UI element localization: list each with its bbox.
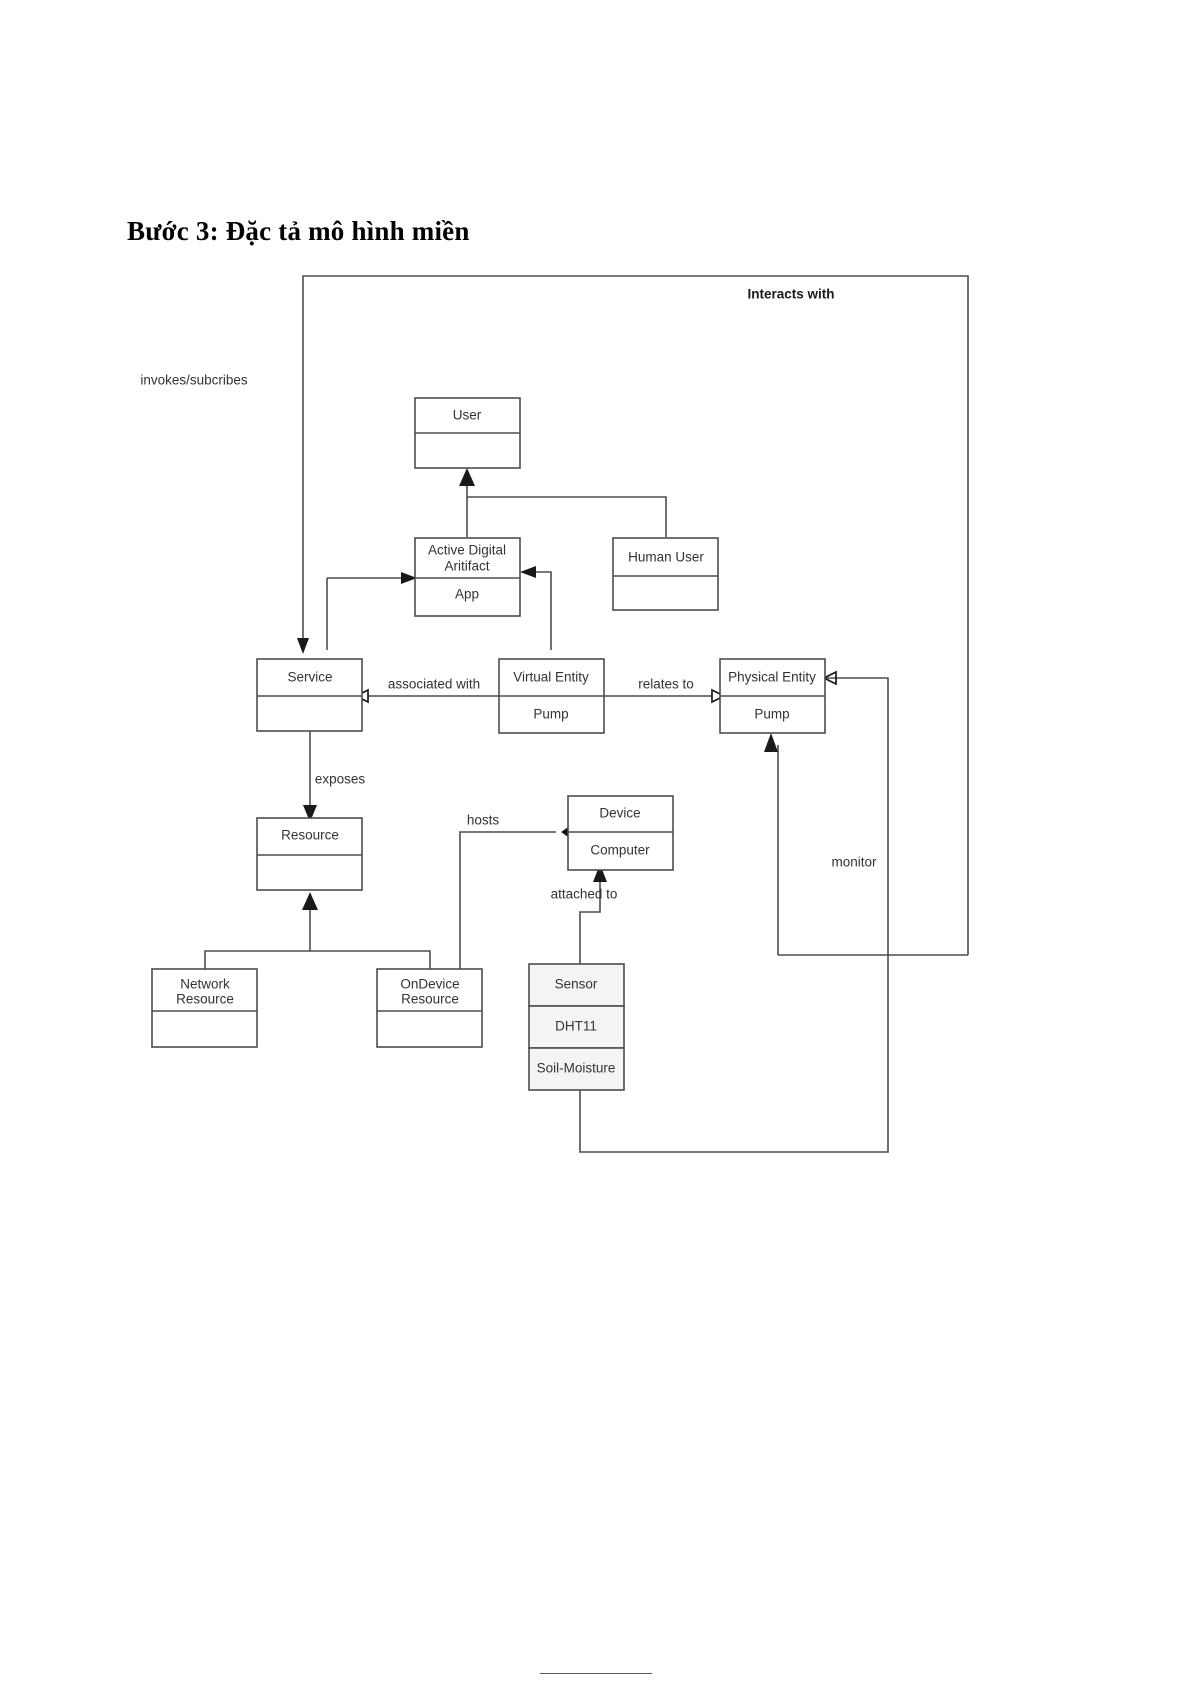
edge-generalization-human-user [467,496,667,537]
class-box-sensor[interactable]: Sensor DHT11 Soil-Moisture [528,963,625,1091]
edge-label-hosts: hosts [467,813,500,828]
class-box-human-user[interactable]: Human User [612,537,719,611]
class-title-human-user: Human User [628,550,704,565]
class-box-ondevice-resource[interactable]: OnDevice Resource [376,968,483,1048]
edge-relates-to [604,688,726,704]
class-box-virtual-entity[interactable]: Virtual Entity Pump [498,658,605,734]
page-title: Bước 3: Đặc tả mô hình miền [127,216,470,246]
edge-interacts-with [297,275,969,956]
edge-label-attached-to: attached to [551,887,618,902]
class-box-service[interactable]: Service [256,658,363,732]
edge-attached-to [579,864,607,965]
edge-label-associated-with: associated with [388,677,480,692]
class-box-user[interactable]: User [414,397,521,469]
class-title-service: Service [287,670,332,685]
class-subtitle-active-digital-artifact: App [455,587,479,602]
edge-generalization-resource [204,892,431,970]
class-title-user: User [453,408,482,423]
edge-monitor [579,670,889,1153]
class-title-device: Device [599,806,640,821]
class-subtitle-virtual-entity: Pump [533,707,568,722]
edge-virtual-entity-to-artifact [520,566,552,650]
edge-label-relates-to: relates to [638,677,694,692]
edge-label-invokes-subcribes: invokes/subcribes [140,373,248,388]
class-box-network-resource[interactable]: Network Resource [151,968,258,1048]
class-box-device[interactable]: Device Computer [567,795,674,871]
class-title-ondevice-resource-line2: Resource [401,992,459,1007]
edge-associated-with [354,688,500,704]
class-subtitle2-sensor: Soil-Moisture [537,1061,616,1076]
class-title-active-digital-artifact: Active Digital [428,543,506,558]
edge-label-interacts-with: Interacts with [747,287,834,302]
class-subtitle-sensor: DHT11 [555,1019,597,1034]
class-title-resource: Resource [281,828,339,843]
class-title-ondevice-resource: OnDevice [400,977,459,992]
class-title-sensor: Sensor [555,977,598,992]
edge-label-monitor: monitor [831,855,877,870]
edge-exposes [303,731,317,822]
class-box-resource[interactable]: Resource [256,817,363,891]
edge-generalization-user [459,468,475,537]
class-title-network-resource: Network [180,977,230,992]
class-subtitle-physical-entity: Pump [754,707,789,722]
edge-label-exposes: exposes [315,772,366,787]
class-title-network-resource-line2: Resource [176,992,234,1007]
footer-divider [540,1673,652,1674]
class-title-virtual-entity: Virtual Entity [513,670,589,685]
class-subtitle-device: Computer [590,843,650,858]
class-title-physical-entity: Physical Entity [728,670,816,685]
class-box-physical-entity[interactable]: Physical Entity Pump [719,658,826,734]
edge-service-to-artifact [327,572,417,584]
class-title-active-digital-artifact-line2: Aritifact [444,559,489,574]
class-box-active-digital-artifact[interactable]: Active Digital Aritifact App [414,537,521,617]
